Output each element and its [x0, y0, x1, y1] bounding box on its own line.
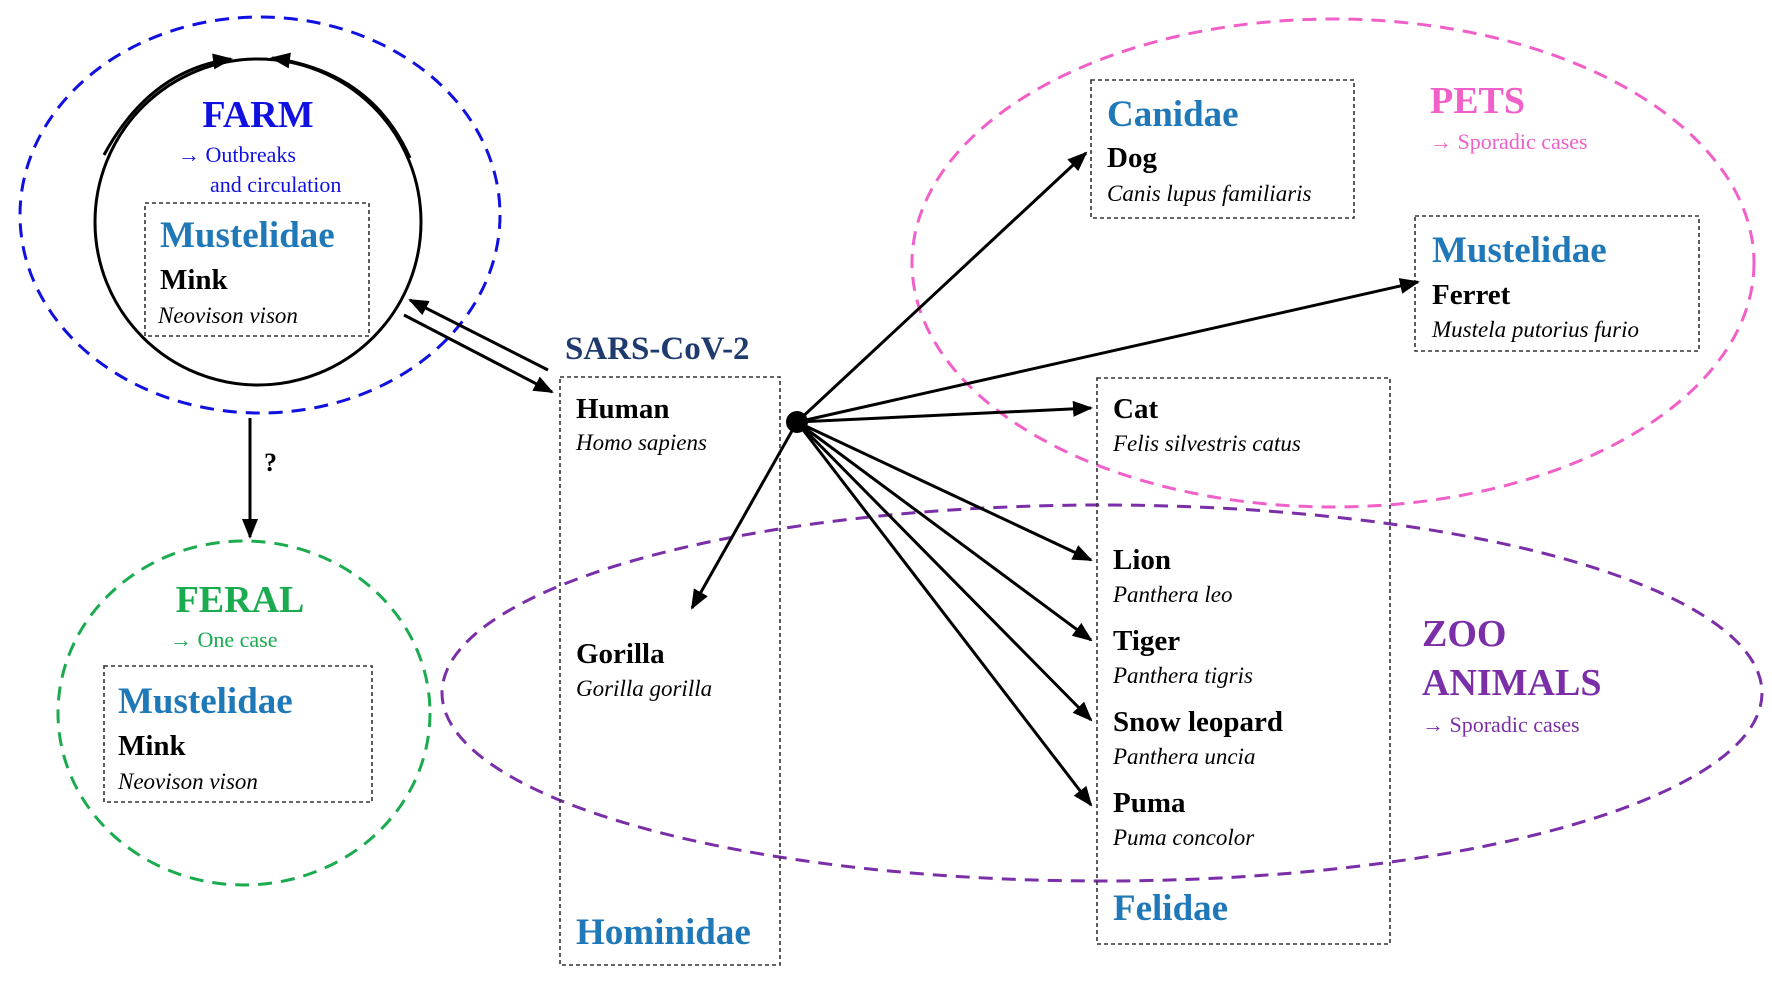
farm-group-ellipse	[18, 15, 502, 415]
felid-name-puma: Puma	[1113, 787, 1186, 819]
virus-label: SARS-CoV-2	[565, 331, 750, 367]
gorilla-scientific: Gorilla gorilla	[576, 676, 712, 701]
felid-scientific-lion: Panthera leo	[1112, 582, 1232, 607]
felid-scientific-cat: Felis silvestris catus	[1112, 431, 1301, 456]
farm-animal-scientific: Neovison vison	[157, 303, 298, 328]
circulation-arrow-left	[102, 53, 233, 156]
arrow-to-cat	[796, 400, 1093, 424]
zoo-group-ellipse	[440, 503, 1764, 883]
hominidae-family-label: Hominidae	[576, 912, 751, 953]
arrow-to-dog	[795, 151, 1088, 424]
farm-mink-box	[144, 202, 370, 337]
farm-animal-name: Mink	[160, 264, 229, 296]
felid-name-tiger: Tiger	[1113, 625, 1180, 657]
feral-note: → One case	[170, 627, 278, 652]
arrow-to-puma	[795, 421, 1093, 807]
felid-name-snow-leopard: Snow leopard	[1113, 706, 1283, 738]
zoo-note: → Sporadic cases	[1422, 712, 1580, 737]
canidae-family-label: Canidae	[1107, 94, 1239, 135]
ferret-scientific: Mustela putorius furio	[1431, 317, 1639, 342]
pets-note: → Sporadic cases	[1430, 129, 1588, 154]
felidae-box	[1096, 377, 1391, 945]
felid-name-cat: Cat	[1113, 393, 1158, 425]
zoo-title-line1: ZOO	[1422, 613, 1506, 655]
felidae-family-label: Felidae	[1113, 888, 1228, 929]
gorilla-name: Gorilla	[576, 638, 665, 670]
pets-title: PETS	[1430, 80, 1525, 122]
ferret-name: Ferret	[1432, 279, 1511, 311]
felid-scientific-snow-leopard: Panthera uncia	[1112, 744, 1255, 769]
arrow-farm-to-human	[403, 313, 554, 394]
arrow-to-gorilla	[690, 421, 799, 610]
canidae-box	[1090, 79, 1355, 219]
farm-note-line2: and circulation	[210, 172, 341, 197]
circulation-arrow-right	[270, 52, 412, 159]
feral-title: FERAL	[176, 579, 305, 621]
dog-scientific: Canis lupus familiaris	[1107, 181, 1312, 206]
hominidae-box	[559, 376, 781, 966]
felid-name-lion: Lion	[1113, 544, 1171, 576]
arrow-to-lion	[796, 420, 1093, 562]
felid-scientific-tiger: Panthera tigris	[1112, 663, 1253, 688]
farm-note-line1: → Outbreaks	[178, 142, 296, 167]
pets-group-ellipse	[910, 17, 1756, 509]
feral-animal-scientific: Neovison vison	[117, 769, 258, 794]
unknown-link-label: ?	[264, 448, 277, 477]
feral-mink-box	[103, 665, 373, 803]
feral-group-ellipse	[56, 539, 432, 887]
arrow-to-snow-leopard	[795, 420, 1093, 722]
zoo-title-line2: ANIMALS	[1422, 662, 1601, 704]
human-scientific: Homo sapiens	[575, 430, 707, 455]
feral-family-label: Mustelidae	[118, 681, 293, 722]
feral-animal-name: Mink	[118, 730, 187, 762]
farm-title: FARM	[202, 94, 313, 136]
felid-scientific-puma: Puma concolor	[1112, 825, 1255, 850]
arrow-to-tiger	[796, 420, 1093, 642]
arrow-human-to-farm	[408, 298, 549, 372]
farm-circulation-circle	[93, 57, 423, 387]
dog-name: Dog	[1107, 142, 1157, 174]
arrow-to-ferret	[796, 278, 1420, 424]
human-name: Human	[576, 393, 669, 425]
ferret-family-label: Mustelidae	[1432, 230, 1607, 271]
farm-family-label: Mustelidae	[160, 215, 335, 256]
